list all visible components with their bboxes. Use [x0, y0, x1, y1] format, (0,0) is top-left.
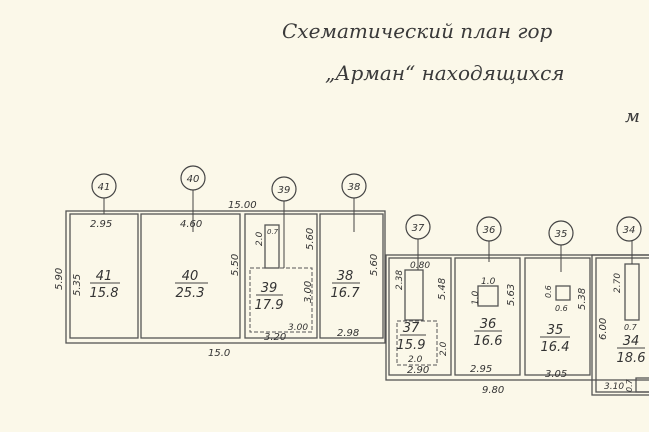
- dim-41-height: 5.35: [72, 274, 83, 296]
- room-34-outer: [591, 254, 649, 396]
- room-37-number: 37: [403, 321, 420, 336]
- marker-38: [341, 173, 367, 199]
- dim-40-width: 4.60: [180, 219, 202, 230]
- room-37-walls: [388, 257, 452, 376]
- dim-36-c: 5.63: [506, 284, 517, 306]
- dim-37-b: 2.38: [395, 270, 405, 290]
- dim-35-a: 0.6: [544, 285, 553, 298]
- dim-39-e: 3.00: [288, 323, 308, 333]
- room-37-dashed-area: [396, 320, 438, 366]
- dim-34-e: 0.7: [625, 378, 634, 392]
- dim-37-f: 2.90: [407, 365, 429, 376]
- room-35-area: 16.4: [541, 340, 570, 355]
- room-34-small-fixture: [635, 377, 649, 393]
- title-line-3: м: [625, 106, 640, 127]
- marker-36: [476, 216, 502, 242]
- room-38-walls: [319, 213, 384, 339]
- room-35-number: 35: [547, 323, 564, 338]
- marker-label-41: 41: [98, 182, 111, 193]
- dim-34-a: 2.70: [613, 273, 623, 293]
- title-line-1: Схематический план гор: [282, 19, 553, 43]
- dim-36-b: 1.0: [481, 277, 496, 287]
- marker-label-38: 38: [348, 182, 361, 193]
- dim-35-width: 3.05: [545, 369, 567, 380]
- dim-34-c: 6.00: [598, 318, 609, 340]
- dim-overall-left: 5.90: [54, 268, 65, 290]
- room-41-number: 41: [96, 269, 113, 284]
- room-40-number: 40: [182, 269, 199, 284]
- room-34-walls: [595, 257, 649, 393]
- room-35-column: [555, 285, 571, 301]
- room-39-fixture: [264, 224, 280, 269]
- dim-37-e: 2.0: [408, 355, 423, 365]
- dim-36-a: 1.0: [471, 290, 481, 305]
- marker-label-37: 37: [412, 223, 425, 234]
- dim-bottom-right: 9.80: [482, 385, 504, 396]
- dim-38-height: 5.60: [369, 254, 380, 276]
- right-block-outline: [385, 254, 649, 381]
- marker-label-34: 34: [623, 225, 636, 236]
- room-40-area: 25.3: [176, 286, 205, 301]
- marker-40: [180, 165, 206, 191]
- title-line-2: „Арман“ находящихся: [325, 61, 565, 85]
- dim-39-c: 5.60: [305, 228, 316, 250]
- marker-37: [405, 214, 431, 240]
- left-block-outline: [65, 210, 386, 344]
- room-36-column: [477, 285, 499, 307]
- dim-34-b: 0.7: [624, 323, 638, 332]
- dim-bottom-left: 15.0: [208, 348, 230, 359]
- room-35-walls: [524, 257, 591, 376]
- room-39-area: 17.9: [255, 298, 284, 313]
- dim-39-d: 3.00: [303, 281, 314, 303]
- room-39-walls: [244, 213, 318, 339]
- dim-37-a: 0.80: [410, 261, 430, 271]
- room-36-area: 16.6: [474, 334, 503, 349]
- room-markers: [91, 165, 642, 272]
- dim-38-width: 2.98: [337, 328, 359, 339]
- dim-39-b: 0.7: [267, 228, 279, 236]
- room-39-dashed-area: [249, 267, 313, 333]
- room-40-walls: [140, 213, 241, 339]
- dim-37-d: 2.0: [439, 341, 449, 356]
- marker-35: [548, 220, 574, 246]
- dim-37-c: 5.48: [437, 278, 448, 300]
- dim-39-a: 2.0: [255, 231, 265, 246]
- marker-label-40: 40: [187, 174, 200, 185]
- room-34-number: 34: [623, 334, 640, 349]
- dim-35-b: 0.6: [555, 304, 568, 313]
- room-36-walls: [454, 257, 521, 376]
- room-39-number: 39: [261, 281, 278, 296]
- room-37-area: 15.9: [397, 338, 426, 353]
- room-38-number: 38: [337, 269, 354, 284]
- room-34-fixture: [624, 263, 640, 321]
- marker-label-35: 35: [555, 229, 568, 240]
- dim-39-f: 3.20: [264, 332, 286, 343]
- dim-41-width: 2.95: [90, 219, 112, 230]
- dim-overall-top: 15.00: [228, 200, 257, 211]
- dim-35-c: 5.38: [577, 288, 588, 310]
- marker-label-36: 36: [483, 225, 496, 236]
- room-36-number: 36: [480, 317, 497, 332]
- marker-34: [616, 216, 642, 242]
- marker-39: [271, 176, 297, 202]
- dim-36-width: 2.95: [470, 364, 492, 375]
- room-38-area: 16.7: [331, 286, 361, 301]
- room-34-area: 18.6: [617, 351, 646, 366]
- room-41-area: 15.8: [90, 286, 119, 301]
- dim-34-d: 3.10: [604, 382, 624, 392]
- room-37-fixture: [404, 269, 424, 321]
- marker-label-39: 39: [278, 185, 291, 196]
- marker-41: [91, 173, 117, 199]
- dim-40-height: 5.50: [230, 254, 241, 276]
